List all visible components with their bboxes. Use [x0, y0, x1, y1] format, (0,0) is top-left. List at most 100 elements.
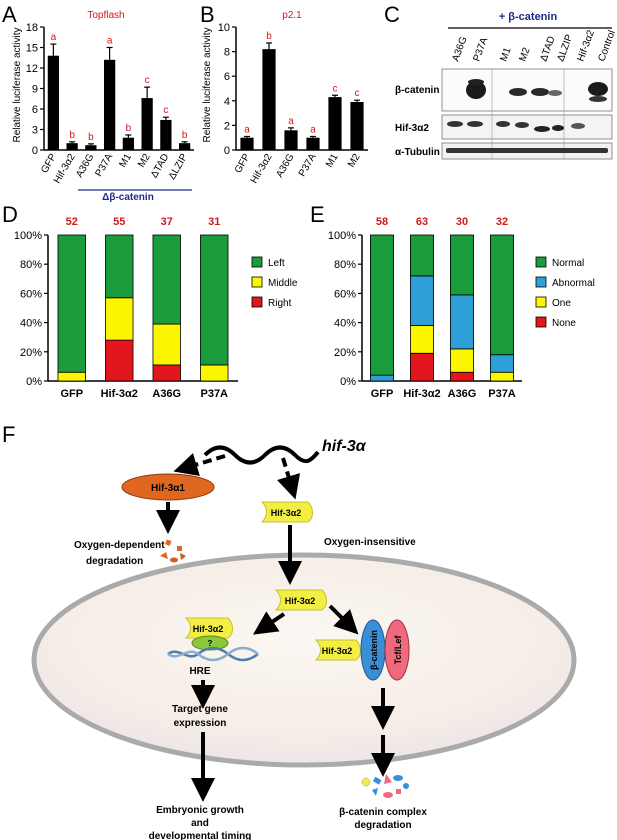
panel-d-segment [57, 371, 86, 382]
complex-fragments [361, 774, 409, 798]
panel-b-letter: B [200, 2, 215, 27]
band [552, 125, 564, 131]
panel-b-bar [284, 130, 298, 150]
panel-b-category-label: GFP [233, 152, 253, 176]
band [571, 123, 585, 129]
panel-a-letter: A [2, 2, 17, 27]
panel-e-segment [369, 374, 394, 382]
band [509, 88, 527, 96]
panel-d-segment [200, 364, 229, 382]
lane-label: Hif-3α2 [575, 28, 597, 63]
panel-e-y-tick-label: 60% [334, 288, 356, 300]
panel-b-bar [262, 49, 276, 150]
panel-d-segment [105, 297, 134, 341]
degradation-label: degradation [86, 556, 143, 567]
arrow-to-hif3a2 [277, 457, 301, 500]
panel-a-y-tick-label: 9 [32, 84, 38, 96]
panel-a-chart: 0369121518aGFPbHif-3α2bA36GaP37AbM1cM2cΔ… [26, 22, 194, 186]
panel-a-y-tick-label: 12 [26, 63, 38, 75]
panel-d-segment [105, 339, 134, 382]
panel-b-significance-letter: a [244, 124, 250, 135]
band [589, 96, 607, 102]
hif3a2-hre-complex: Hif-3α2 ? [184, 617, 233, 651]
panel-e-y-tick-label: 100% [328, 230, 356, 242]
panel-d-y-tick-label: 0% [26, 376, 42, 388]
lane-label: ΔLZIP [555, 33, 575, 63]
complex-degradation-label-2: degradation [354, 820, 411, 831]
panel-e-letter: E [310, 202, 325, 227]
panel-e-segment [489, 371, 514, 382]
arrow-to-hre [253, 611, 286, 635]
panel-d-segment [105, 234, 134, 299]
panel-b-significance-letter: a [288, 116, 294, 127]
panel-d-y-tick-label: 100% [14, 230, 42, 242]
panel-a-category-label: M1 [117, 152, 134, 170]
lane-label: A36G [450, 35, 469, 63]
panel-a-group-label: Δβ-catenin [102, 192, 154, 203]
panel-e-y-tick-label: 0% [340, 376, 356, 388]
panel-d-segment [200, 234, 229, 366]
lane-label: P37A [471, 36, 490, 63]
panel-e-legend-swatch [535, 256, 547, 268]
panel-e-segment [489, 354, 514, 373]
panel-e-chart: 0%20%40%60%80%100%58GFP63Hif-3α230A36G32… [328, 216, 595, 400]
panel-a-significance-letter: a [107, 36, 113, 47]
panel-d-y-tick-label: 40% [20, 318, 42, 330]
panel-a-y-tick-label: 3 [32, 125, 38, 137]
row-label: α-Tubulin [395, 147, 440, 158]
panel-d-count-label: 52 [66, 216, 78, 228]
panel-a-significance-letter: b [182, 130, 188, 141]
panel-b-y-tick-label: 10 [218, 22, 230, 34]
oxygen-dependent-label: Oxygen-dependent [74, 540, 165, 551]
gene-label: hif-3α [322, 438, 367, 455]
panel-a-category-label: M2 [136, 152, 153, 170]
panel-d-category-label: Hif-3α2 [101, 388, 138, 400]
panel-f-letter: F [2, 422, 15, 447]
panel-b-category-label: P37A [297, 152, 319, 179]
panel-a-category-label: ΔLZIP [167, 152, 191, 182]
band [534, 126, 550, 132]
panel-b-category-label: M2 [346, 152, 363, 170]
partner-protein [191, 635, 229, 651]
band [468, 79, 484, 85]
panel-a-bar [179, 143, 191, 150]
hif3a2-label-top: Hif-3α2 [271, 508, 302, 518]
row-label: β-catenin [395, 85, 439, 96]
lane-label: M1 [498, 46, 513, 63]
hif3a2-flag-top: Hif-3α2 [260, 501, 313, 523]
panel-b-significance-letter: a [310, 124, 316, 135]
oxygen-insensitive-label: Oxygen-insensitive [324, 537, 416, 548]
panel-a: A Topflash Relative luciferase activity … [2, 2, 194, 203]
panel-a-bar [141, 98, 153, 150]
panel-f: F hif-3α Hif-3α1 Oxygen-dependent degrad… [2, 422, 577, 840]
band [515, 122, 529, 128]
panel-e-legend-label: None [552, 318, 576, 329]
panel-b-category-label: Hif-3α2 [249, 152, 275, 186]
panel-e-y-tick-label: 80% [334, 259, 356, 271]
panel-e-legend-label: Normal [552, 258, 584, 269]
panel-b-significance-letter: c [333, 83, 338, 94]
panel-a-category-label: P37A [93, 152, 115, 179]
panel-a-bar [85, 145, 97, 150]
panel-d-category-label: A36G [152, 388, 181, 400]
hif3a2-label-complex: Hif-3α2 [322, 646, 353, 656]
panel-b-y-tick-label: 8 [224, 47, 230, 59]
panel-e-legend-swatch [535, 276, 547, 288]
arrow-to-hif3a1 [173, 453, 226, 477]
panel-a-y-tick-label: 0 [32, 145, 38, 157]
hif3a1-label: Hif-3α1 [151, 483, 185, 494]
panel-d: D 0%20%40%60%80%100%52GFP55Hif-3α237A36G… [2, 202, 298, 400]
panel-d-chart: 0%20%40%60%80%100%52GFP55Hif-3α237A36G31… [14, 216, 298, 400]
panel-a-significance-letter: b [69, 130, 75, 141]
panel-d-legend-label: Right [268, 298, 292, 309]
panel-e-legend-label: One [552, 298, 571, 309]
panel-a-bar [66, 143, 78, 150]
band [548, 90, 562, 96]
panel-a-significance-letter: b [88, 132, 94, 143]
panel-a-ylabel: Relative luciferase activity [12, 27, 23, 142]
row-label: Hif-3α2 [395, 123, 429, 134]
